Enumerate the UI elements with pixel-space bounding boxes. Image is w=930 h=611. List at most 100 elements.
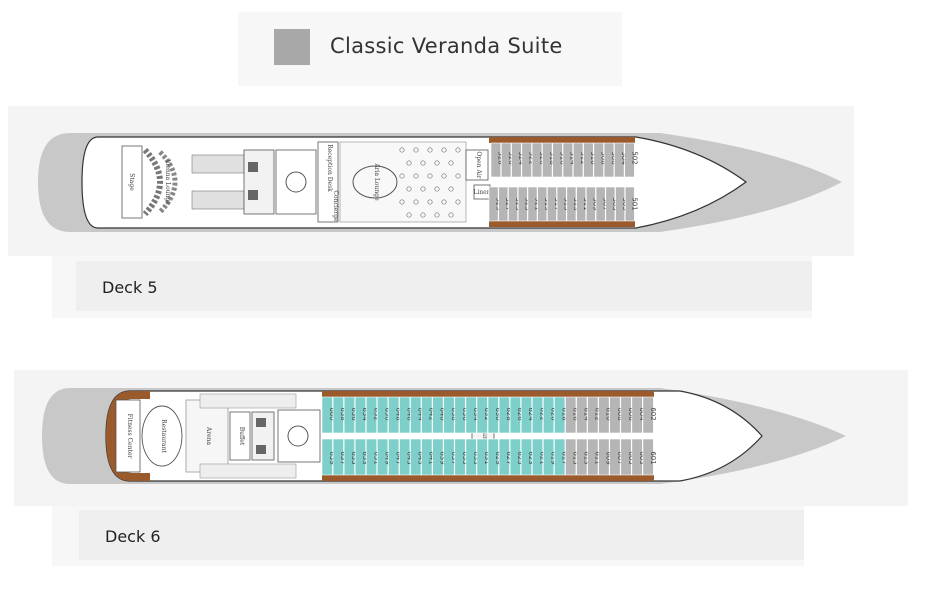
cabin[interactable] — [399, 396, 411, 434]
cabin[interactable] — [520, 438, 532, 476]
cabin[interactable] — [531, 142, 543, 178]
cabin[interactable] — [465, 396, 477, 434]
cabin[interactable] — [586, 186, 596, 222]
cabin[interactable] — [354, 438, 366, 476]
cabin[interactable] — [562, 142, 573, 178]
cabin[interactable] — [343, 438, 355, 476]
cabin[interactable] — [354, 396, 366, 434]
cabin[interactable] — [500, 142, 512, 178]
cabin[interactable] — [587, 396, 599, 434]
cabin-number: 637 — [450, 451, 458, 464]
cabin[interactable] — [365, 396, 378, 434]
cabin[interactable] — [605, 186, 616, 222]
cabin[interactable] — [443, 438, 455, 476]
cabin[interactable] — [509, 438, 521, 476]
cabin[interactable] — [603, 142, 615, 178]
cabin[interactable] — [552, 142, 563, 178]
lounge-table — [406, 212, 412, 218]
cabin[interactable] — [537, 186, 548, 222]
cabin[interactable] — [642, 438, 654, 476]
cabin[interactable] — [476, 396, 488, 434]
cabin[interactable] — [432, 396, 444, 434]
cabin[interactable] — [531, 396, 544, 434]
cabin[interactable] — [620, 396, 632, 434]
cabin[interactable] — [576, 438, 588, 476]
cabin[interactable] — [624, 142, 635, 178]
cabin[interactable] — [388, 396, 400, 434]
lounge-table — [427, 199, 433, 205]
cabin[interactable] — [566, 186, 577, 222]
cabin[interactable] — [631, 396, 643, 434]
cabin[interactable] — [321, 396, 333, 434]
cabin[interactable] — [620, 438, 632, 476]
cabin[interactable] — [531, 438, 544, 476]
cabin[interactable] — [583, 142, 594, 178]
cabin[interactable] — [321, 438, 333, 476]
cabin[interactable] — [609, 396, 621, 434]
cabin[interactable] — [421, 396, 433, 434]
cabin[interactable] — [343, 396, 355, 434]
cabin[interactable] — [365, 438, 378, 476]
cabin[interactable] — [399, 438, 411, 476]
cabin[interactable] — [454, 438, 466, 476]
cabin-number: 635 — [461, 451, 469, 464]
cabin[interactable] — [572, 142, 584, 178]
cabin-number: 644 — [417, 407, 425, 421]
cabin[interactable] — [421, 438, 433, 476]
cabin[interactable] — [410, 438, 422, 476]
deck-6-room-labels: Fitness Center Restaurant Buffet Arena L… — [126, 414, 488, 459]
cabin[interactable] — [521, 142, 532, 178]
cabin[interactable] — [576, 396, 588, 434]
cabin[interactable] — [598, 396, 610, 434]
cabin[interactable] — [543, 438, 555, 476]
cabin[interactable] — [565, 438, 577, 476]
cabin[interactable] — [547, 186, 557, 222]
cabin[interactable] — [377, 438, 389, 476]
cabin[interactable] — [624, 186, 635, 222]
cabin[interactable] — [598, 438, 610, 476]
lounge-table — [427, 173, 433, 179]
cabin-number: 642 — [428, 407, 436, 420]
cabin[interactable] — [517, 186, 528, 222]
cabin[interactable] — [609, 438, 621, 476]
cabin[interactable] — [388, 438, 400, 476]
lounge-table — [420, 186, 426, 192]
cabin[interactable] — [332, 438, 344, 476]
cabin-number: 647 — [394, 451, 402, 464]
cabin[interactable] — [593, 142, 604, 178]
cabin[interactable] — [498, 186, 509, 222]
cabin[interactable] — [508, 186, 518, 222]
cabin[interactable] — [432, 438, 444, 476]
cabin[interactable] — [520, 396, 532, 434]
cabin[interactable] — [443, 396, 455, 434]
cabin[interactable] — [498, 438, 510, 476]
cabin[interactable] — [631, 438, 643, 476]
cabin[interactable] — [554, 396, 566, 434]
cabin[interactable] — [490, 142, 501, 178]
cabin[interactable] — [614, 142, 625, 178]
cabin[interactable] — [595, 186, 606, 222]
cabin[interactable] — [488, 186, 499, 222]
cabin[interactable] — [509, 396, 521, 434]
cabin[interactable] — [543, 396, 555, 434]
cabin[interactable] — [642, 396, 654, 434]
cabin[interactable] — [332, 396, 344, 434]
cabin[interactable] — [576, 186, 587, 222]
cabin[interactable] — [527, 186, 538, 222]
cabin[interactable] — [465, 438, 477, 476]
cabin[interactable] — [565, 396, 577, 434]
cabin[interactable] — [542, 142, 553, 178]
cabin[interactable] — [615, 186, 625, 222]
cabin[interactable] — [476, 438, 488, 476]
cabin[interactable] — [498, 396, 510, 434]
cabin[interactable] — [410, 396, 422, 434]
cabin[interactable] — [487, 438, 499, 476]
cabin[interactable] — [487, 396, 499, 434]
cabin[interactable] — [454, 396, 466, 434]
cabin[interactable] — [556, 186, 567, 222]
lounge-table — [455, 147, 461, 153]
cabin[interactable] — [554, 438, 566, 476]
cabin[interactable] — [511, 142, 522, 178]
cabin[interactable] — [377, 396, 389, 434]
cabin[interactable] — [587, 438, 599, 476]
